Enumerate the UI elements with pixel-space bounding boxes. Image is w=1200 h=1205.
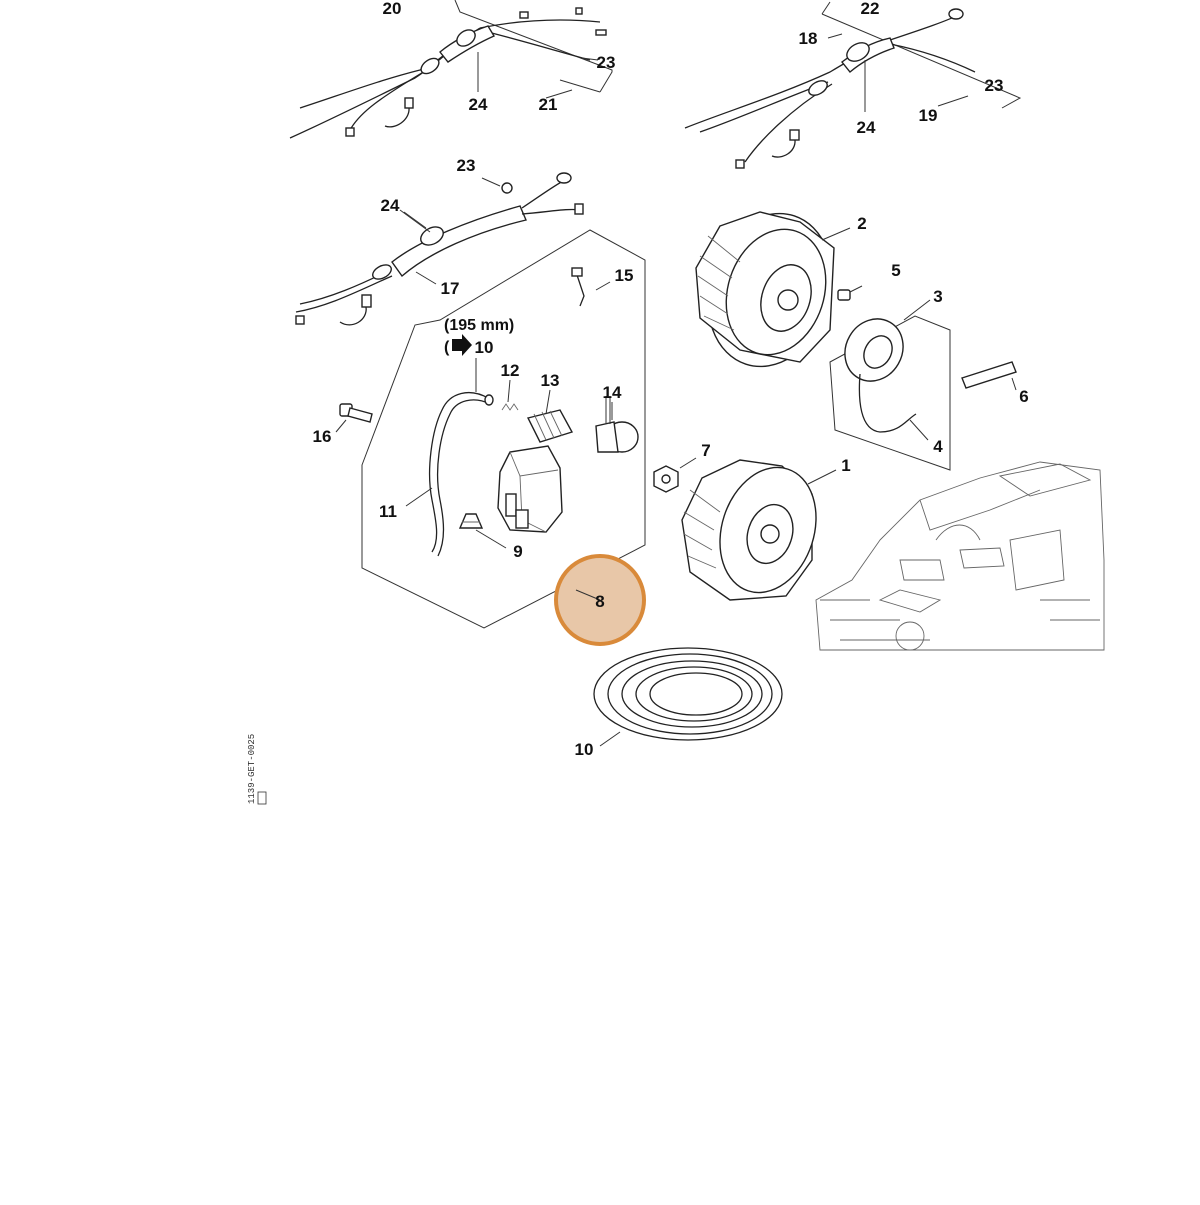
- callout-24[interactable]: 24: [381, 196, 400, 215]
- svg-text:(: (: [444, 339, 450, 356]
- ignition-kit-frame: [361, 229, 646, 629]
- callout-18[interactable]: 18: [799, 29, 818, 48]
- grommet: [458, 513, 484, 529]
- callout-19[interactable]: 19: [919, 106, 938, 125]
- callout-17[interactable]: 17: [441, 279, 460, 298]
- length-note: (195 mm): [444, 317, 514, 334]
- callout-20[interactable]: 20: [383, 0, 402, 18]
- screw-16: [339, 403, 373, 423]
- callout-12[interactable]: 12: [501, 361, 520, 380]
- callout-9[interactable]: 9: [513, 542, 522, 561]
- callout-21[interactable]: 21: [539, 95, 558, 114]
- arrow-icon: (: [444, 334, 472, 356]
- callout-16[interactable]: 16: [313, 427, 332, 446]
- ignition-module: [497, 445, 563, 533]
- spark-plug-boot: [595, 396, 639, 453]
- spring-and-cap: [501, 403, 574, 443]
- wire-harness-top-right: [684, 1, 1022, 169]
- flywheel-top: [695, 211, 835, 368]
- wire-harness-top-left: [289, 0, 613, 139]
- callout-22[interactable]: 22: [861, 0, 880, 18]
- callout-24[interactable]: 24: [469, 95, 488, 114]
- ignition-lead-coil: [593, 647, 783, 741]
- callout-7[interactable]: 7: [701, 441, 710, 460]
- spark-plug-lead: [428, 392, 494, 557]
- starter-pawl-frame: [829, 315, 951, 471]
- callout-10-note[interactable]: 10: [475, 338, 494, 357]
- pin-6: [961, 361, 1017, 389]
- doc-code: 1139-GET-0025: [247, 734, 267, 805]
- engine-sketch: [815, 461, 1105, 651]
- callout-1[interactable]: 1: [841, 456, 850, 475]
- callout-15[interactable]: 15: [615, 266, 634, 285]
- screw-5: [837, 285, 863, 301]
- callout-4[interactable]: 4: [933, 437, 943, 456]
- callout-11[interactable]: 11: [379, 502, 397, 521]
- wire-harness-middle: [295, 172, 584, 326]
- short-circuit-wire: [571, 267, 585, 307]
- callout-13[interactable]: 13: [541, 371, 560, 390]
- callout-23[interactable]: 23: [457, 156, 476, 175]
- callout-3[interactable]: 3: [933, 287, 942, 306]
- callout-6[interactable]: 6: [1019, 387, 1028, 406]
- callout-23[interactable]: 23: [985, 76, 1004, 95]
- callout-5[interactable]: 5: [891, 261, 900, 280]
- highlight-leader: [575, 589, 601, 601]
- callout-8[interactable]: 8: [595, 592, 604, 611]
- svg-text:1139-GET-0025: 1139-GET-0025: [247, 734, 257, 804]
- callout-2[interactable]: 2: [857, 214, 866, 233]
- generator: [844, 318, 917, 433]
- callout-10[interactable]: 10: [575, 740, 594, 759]
- nut-7: [653, 465, 679, 493]
- callout-24[interactable]: 24: [857, 118, 876, 137]
- callout-14[interactable]: 14: [603, 383, 622, 402]
- callout-23[interactable]: 23: [597, 53, 616, 72]
- flywheel-bottom: [681, 459, 817, 601]
